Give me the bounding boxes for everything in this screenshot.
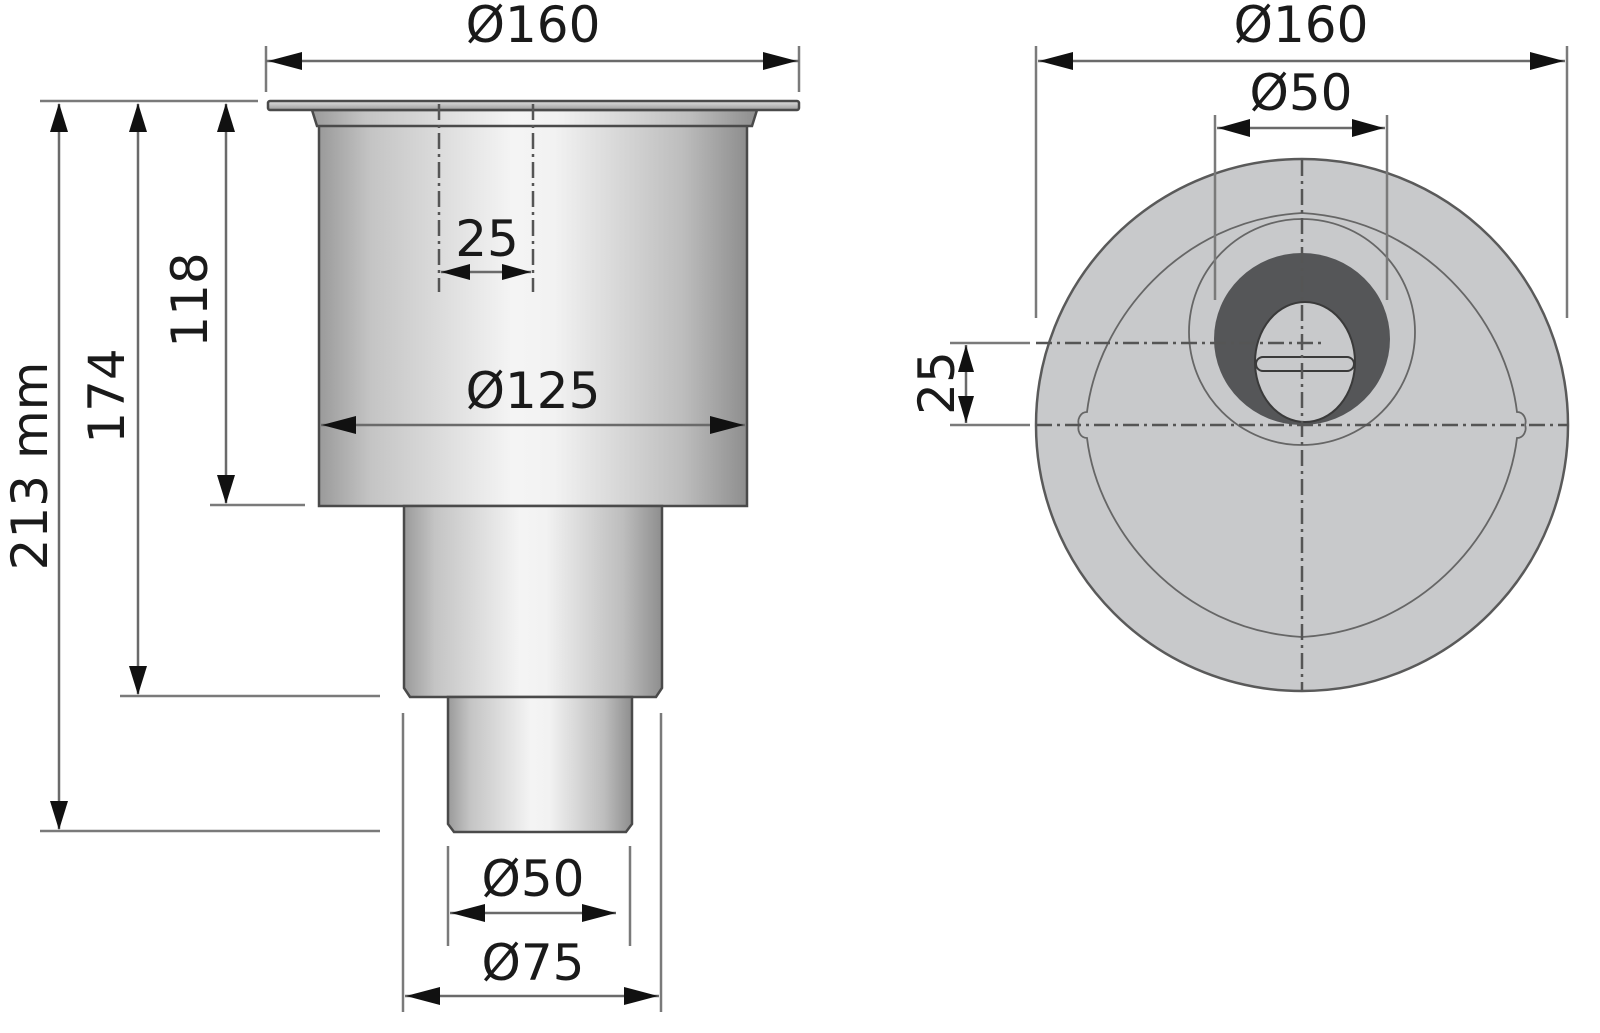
svg-text:Ø50: Ø50 xyxy=(482,850,585,908)
dim-body-diameter: Ø125 xyxy=(321,362,745,434)
middle-body xyxy=(402,504,664,699)
svg-text:25: 25 xyxy=(908,351,966,415)
dim-top-outlet-diameter: Ø50 xyxy=(1213,64,1389,300)
side-view: Ø160 25 Ø125 Ø50 xyxy=(1,0,801,1012)
outlet-slot xyxy=(1255,356,1355,372)
dim-outlet-outer: Ø75 xyxy=(401,713,663,1012)
svg-text:174: 174 xyxy=(78,348,136,443)
svg-text:Ø75: Ø75 xyxy=(482,934,585,992)
svg-text:25: 25 xyxy=(455,210,519,268)
svg-text:Ø50: Ø50 xyxy=(1250,64,1353,122)
svg-text:Ø160: Ø160 xyxy=(466,0,601,54)
svg-text:Ø125: Ø125 xyxy=(466,362,601,420)
svg-text:118: 118 xyxy=(161,252,219,347)
svg-text:Ø160: Ø160 xyxy=(1234,0,1369,54)
top-view: Ø160 Ø50 25 xyxy=(908,0,1570,693)
dim-body-height: 118 xyxy=(161,103,305,507)
inner-body-outline xyxy=(1077,212,1527,638)
svg-text:213 mm: 213 mm xyxy=(1,362,59,571)
outlet-pipe xyxy=(446,695,634,834)
dim-top-flange-diameter: Ø160 xyxy=(1034,0,1569,318)
dim-flange-diameter: Ø160 xyxy=(264,0,801,92)
dim-outlet-inner: Ø50 xyxy=(446,846,632,946)
dim-height-to-step: 174 xyxy=(78,103,380,698)
dim-offset: 25 xyxy=(441,210,531,280)
dim-top-outlet-offset: 25 xyxy=(908,341,1030,427)
flange-collar xyxy=(310,108,759,128)
dim-total-height: 213 mm xyxy=(1,103,380,833)
